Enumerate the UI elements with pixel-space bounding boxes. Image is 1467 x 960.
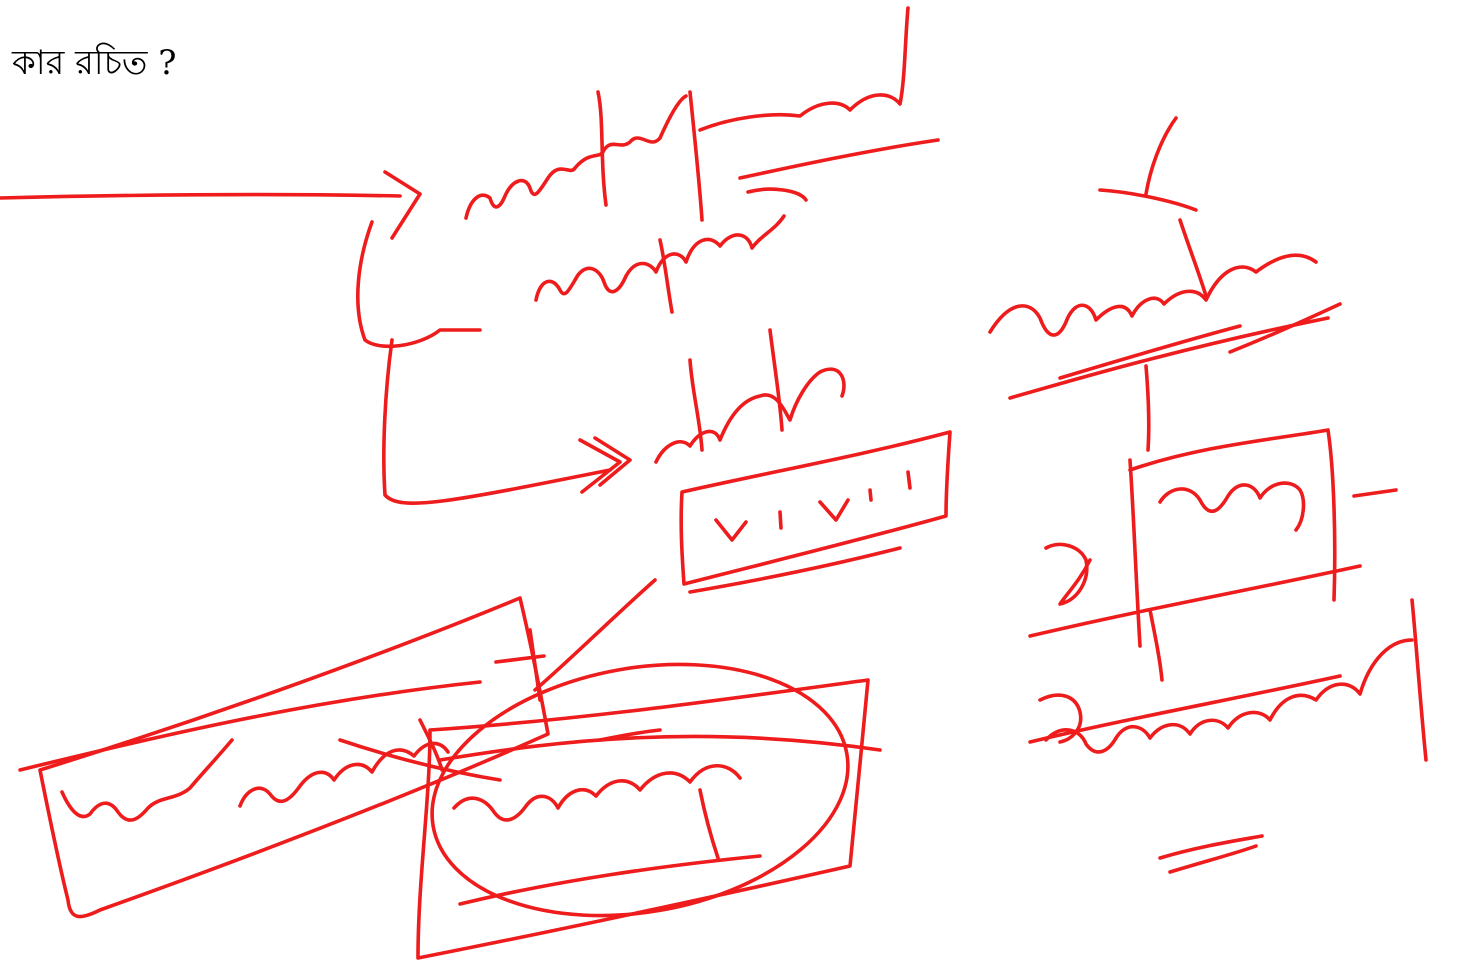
circled-answer	[338, 662, 882, 960]
third-answer	[654, 116, 1342, 464]
question-text: কার রচিত ?	[12, 43, 177, 83]
left-boxed-answer	[18, 596, 550, 919]
pointer-arrow-top	[0, 170, 422, 240]
top-right-answer	[464, 6, 940, 222]
second-answer	[534, 187, 808, 314]
boxed-marks	[533, 430, 952, 692]
right-column-notes	[1028, 364, 1428, 874]
branch-bracket	[356, 220, 632, 505]
